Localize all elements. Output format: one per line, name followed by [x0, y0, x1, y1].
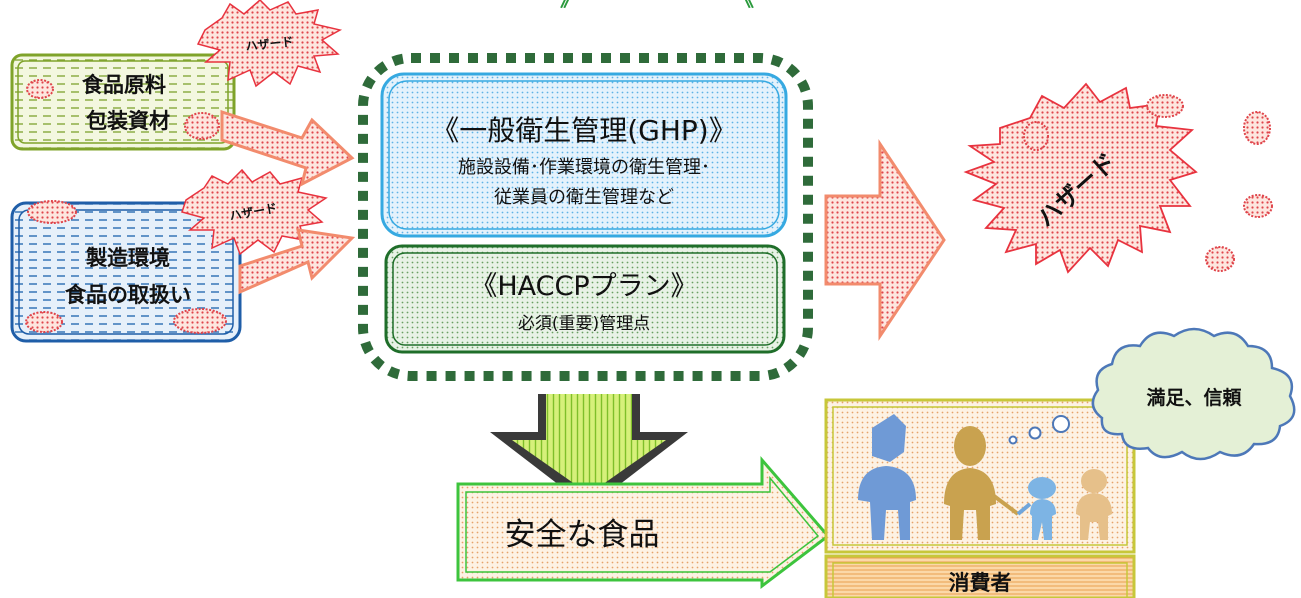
haccp-sub: 必須(重要)管理点	[518, 314, 650, 334]
ghp-title: 《一般衛生管理(GHP)》	[431, 114, 737, 147]
svg-text:《: 《	[734, 0, 754, 11]
safe-food-label: 安全な食品	[505, 517, 660, 553]
raw-materials-line2: 包装資材	[86, 109, 170, 133]
consumer-label-box: 消費者	[824, 554, 1136, 598]
down-arrow	[490, 394, 688, 508]
consumer-figures	[858, 414, 1112, 540]
hazard-burst-small-1: ハザード	[196, 0, 343, 88]
haccp-title: 《HACCPプラン》	[470, 271, 697, 302]
environment-line2: 食品の取扱い	[65, 283, 191, 307]
ghp-line2: 従業員の衛生管理など	[494, 187, 674, 208]
arrow-env-to-control	[238, 228, 356, 295]
safe-food-arrow: 安全な食品	[456, 455, 831, 590]
germs-around-hazard	[1023, 94, 1273, 272]
environment-line1: 製造環境	[85, 246, 170, 270]
hazard-small-label-1: ハザード	[245, 35, 294, 54]
haccp-box: 《HACCPプラン》 必須(重要)管理点	[384, 244, 786, 354]
ghp-box: 《一般衛生管理(GHP)》 施設設備･作業環境の衛生管理･ 従業員の衛生管理など	[380, 72, 788, 238]
thought-cloud: 満足、信頼	[1091, 327, 1296, 461]
consumer-box	[824, 398, 1136, 554]
arrow-to-hazard	[824, 139, 946, 341]
hazard-burst-small-2: ハザード	[181, 168, 328, 256]
ghp-line1: 施設設備･作業環境の衛生管理･	[458, 157, 710, 178]
svg-text:》: 》	[560, 0, 580, 11]
germs	[25, 79, 227, 334]
raw-materials-line1: 食品原料	[82, 73, 166, 97]
raw-materials-box: 食品原料 包装資材	[10, 53, 236, 151]
arrow-raw-to-control	[220, 109, 355, 187]
consumer-label: 消費者	[949, 571, 1012, 595]
thought-text: 満足、信頼	[1146, 386, 1242, 409]
control-frame	[358, 53, 813, 381]
hazard-burst-big: ハザード	[963, 82, 1198, 274]
top-decoration: 》 《	[560, 0, 754, 11]
